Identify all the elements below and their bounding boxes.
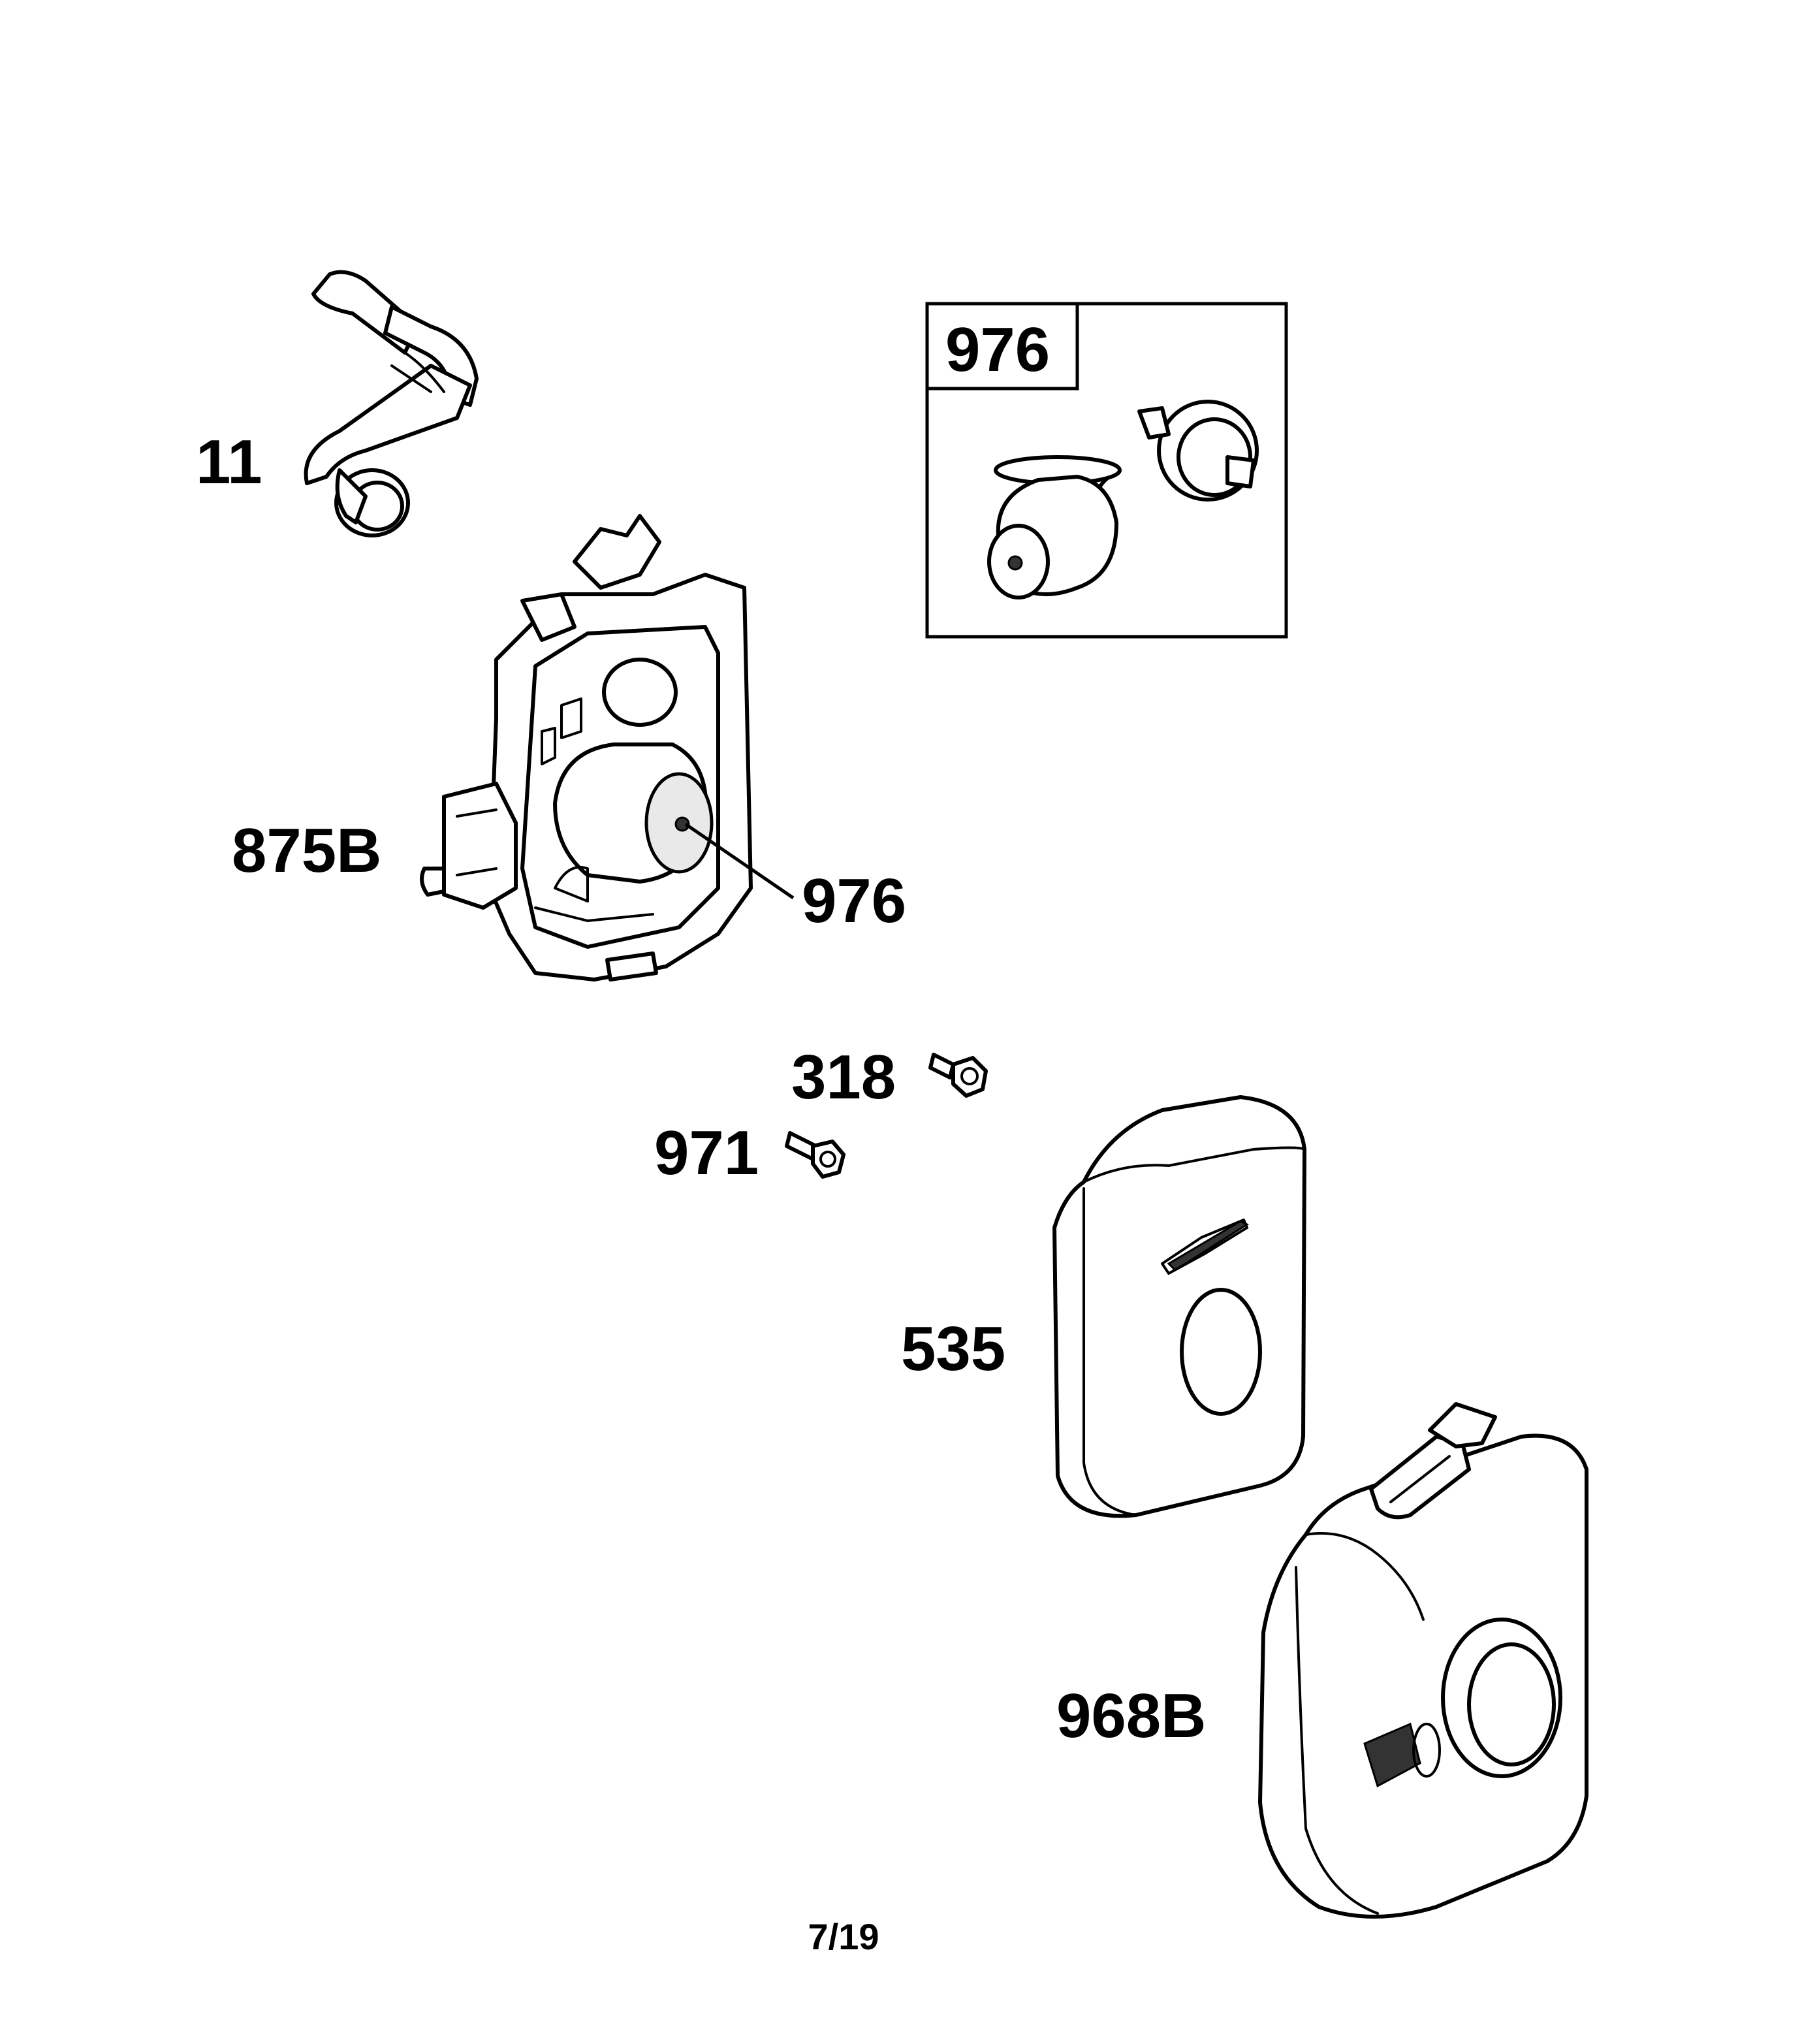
callout-976-inset: 976 bbox=[945, 315, 1050, 385]
air-cleaner-base bbox=[420, 514, 753, 982]
page-number: 7/19 bbox=[808, 1916, 879, 1957]
breather-tube bbox=[304, 270, 479, 537]
screw-318 bbox=[928, 1053, 988, 1098]
leader-line-976 bbox=[684, 822, 795, 900]
callout-971: 971 bbox=[654, 1118, 759, 1188]
callout-875b: 875B bbox=[232, 816, 382, 886]
filter-ring bbox=[1137, 400, 1259, 502]
callout-968b: 968B bbox=[1056, 1681, 1207, 1751]
callout-11: 11 bbox=[196, 427, 262, 497]
air-cleaner-cover bbox=[1258, 1402, 1588, 1919]
callout-976-base: 976 bbox=[802, 866, 906, 936]
filter-cup bbox=[987, 455, 1122, 599]
briggs-cover-logo-icon bbox=[1363, 1722, 1421, 1788]
screw-971 bbox=[785, 1131, 845, 1179]
callout-535: 535 bbox=[901, 1314, 1005, 1384]
callout-318: 318 bbox=[791, 1042, 896, 1112]
inset-box bbox=[925, 302, 1288, 639]
foam-filter bbox=[1052, 1095, 1306, 1518]
